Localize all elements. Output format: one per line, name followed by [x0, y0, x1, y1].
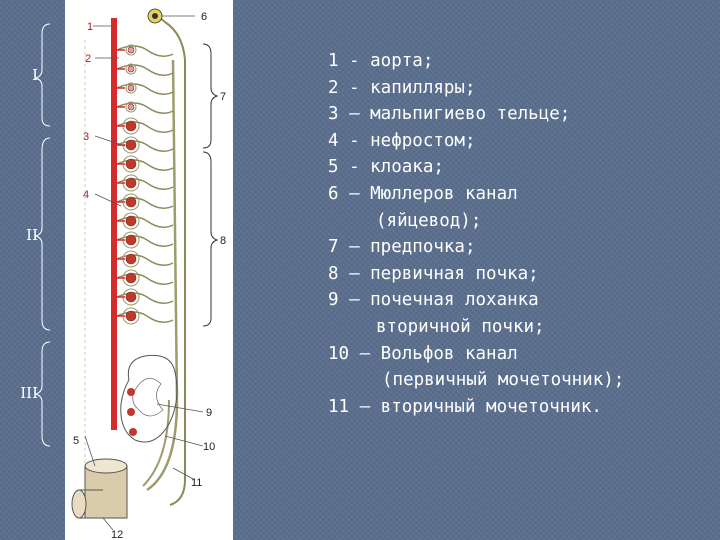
legend-item: 5 - клоака;	[328, 157, 444, 178]
callout-2: 2	[85, 53, 91, 65]
legend-item-continuation: (яйцевод);	[376, 210, 482, 231]
callout-8: 8	[220, 235, 226, 247]
glomerulus	[127, 84, 135, 92]
bracket-iii	[34, 341, 51, 447]
section-label-iii: III	[20, 384, 38, 402]
bowman-capsule	[125, 82, 137, 94]
glomerulus	[125, 139, 137, 151]
wolffian-duct	[146, 59, 179, 492]
legend-item: 1 - аорта;	[328, 51, 434, 71]
tubule	[116, 292, 174, 304]
section-label-ii: II	[26, 226, 38, 244]
callout-3: 3	[83, 131, 89, 143]
mullerian-funnel	[147, 8, 163, 24]
nephron-tubules	[116, 44, 174, 325]
cloaca	[71, 458, 128, 519]
legend-item: 6 – Мюллеров канал	[328, 183, 518, 204]
callout-6: 6	[201, 11, 207, 23]
glomerulus	[125, 310, 137, 322]
glomerulus	[127, 65, 135, 73]
bowman-capsule	[125, 44, 137, 56]
tubule	[116, 216, 174, 228]
legend-item: 9 – почечная лоханка	[328, 290, 539, 311]
kidney-development-figure: 1 2 3 4 5 6 7 8 9 10 11 12	[65, 0, 233, 540]
glomerulus	[125, 158, 137, 170]
tubule	[116, 64, 174, 76]
tubule	[116, 140, 174, 152]
tubule	[116, 235, 174, 247]
glomerulus	[127, 46, 135, 54]
glomerulus	[125, 234, 137, 246]
bracket-7	[202, 43, 219, 149]
tubule	[116, 273, 174, 285]
glomerulus	[127, 103, 135, 111]
callout-5: 5	[73, 435, 79, 447]
legend-item: 11 – вторичный мочеточник.	[328, 396, 602, 417]
tubule	[116, 254, 174, 266]
bracket-ii	[34, 137, 51, 331]
glomerulus	[125, 120, 137, 132]
mullerian-duct	[154, 13, 186, 506]
tubule	[116, 102, 174, 114]
glomerulus	[125, 215, 137, 227]
tubule	[116, 311, 174, 323]
metanephros	[120, 354, 178, 443]
tubule	[116, 121, 174, 133]
legend-item: 4 - нефростом;	[328, 130, 476, 151]
tubule	[116, 197, 174, 209]
bracket-8	[202, 151, 219, 327]
bracket-i	[34, 23, 51, 127]
callout-1: 1	[87, 21, 93, 33]
legend-item: 10 – Вольфов канал	[328, 343, 518, 364]
glomerulus	[125, 177, 137, 189]
tubule	[116, 45, 174, 57]
glomerulus	[125, 196, 137, 208]
tubule	[116, 159, 174, 171]
callout-12: 12	[111, 529, 123, 540]
section-brackets	[34, 23, 51, 447]
callout-4: 4	[83, 189, 89, 201]
section-label-i: I	[32, 66, 38, 84]
legend-item: 3 – мальпигиево тельце;	[328, 104, 571, 125]
secondary-ureter	[142, 399, 170, 487]
glomerulus	[125, 272, 137, 284]
bowman-capsule	[125, 101, 137, 113]
legend-item-continuation: (первичный мочеточник);	[382, 370, 625, 391]
legend-item-continuation: вторичной почки;	[376, 316, 545, 337]
tubule	[116, 83, 174, 95]
aorta	[111, 18, 117, 430]
leader-lines	[84, 15, 204, 531]
callout-9: 9	[206, 407, 212, 419]
glomerulus	[125, 253, 137, 265]
legend-item: 2 - капилляры;	[328, 77, 476, 98]
callout-7: 7	[220, 91, 226, 103]
glomerulus	[125, 291, 137, 303]
legend-item: 7 – предпочка;	[328, 237, 476, 258]
callout-11: 11	[191, 477, 202, 489]
callout-10: 10	[203, 441, 215, 453]
bowman-capsule	[125, 63, 137, 75]
legend-item: 8 – первичная почка;	[328, 263, 539, 284]
legend-list: 1 - аорта; 2 - капилляры; 3 – мальпигиево …	[328, 48, 713, 420]
figure-drawing: 1 2 3 4 5 6 7 8 9 10 11 12	[71, 8, 226, 540]
tubule	[116, 178, 174, 190]
